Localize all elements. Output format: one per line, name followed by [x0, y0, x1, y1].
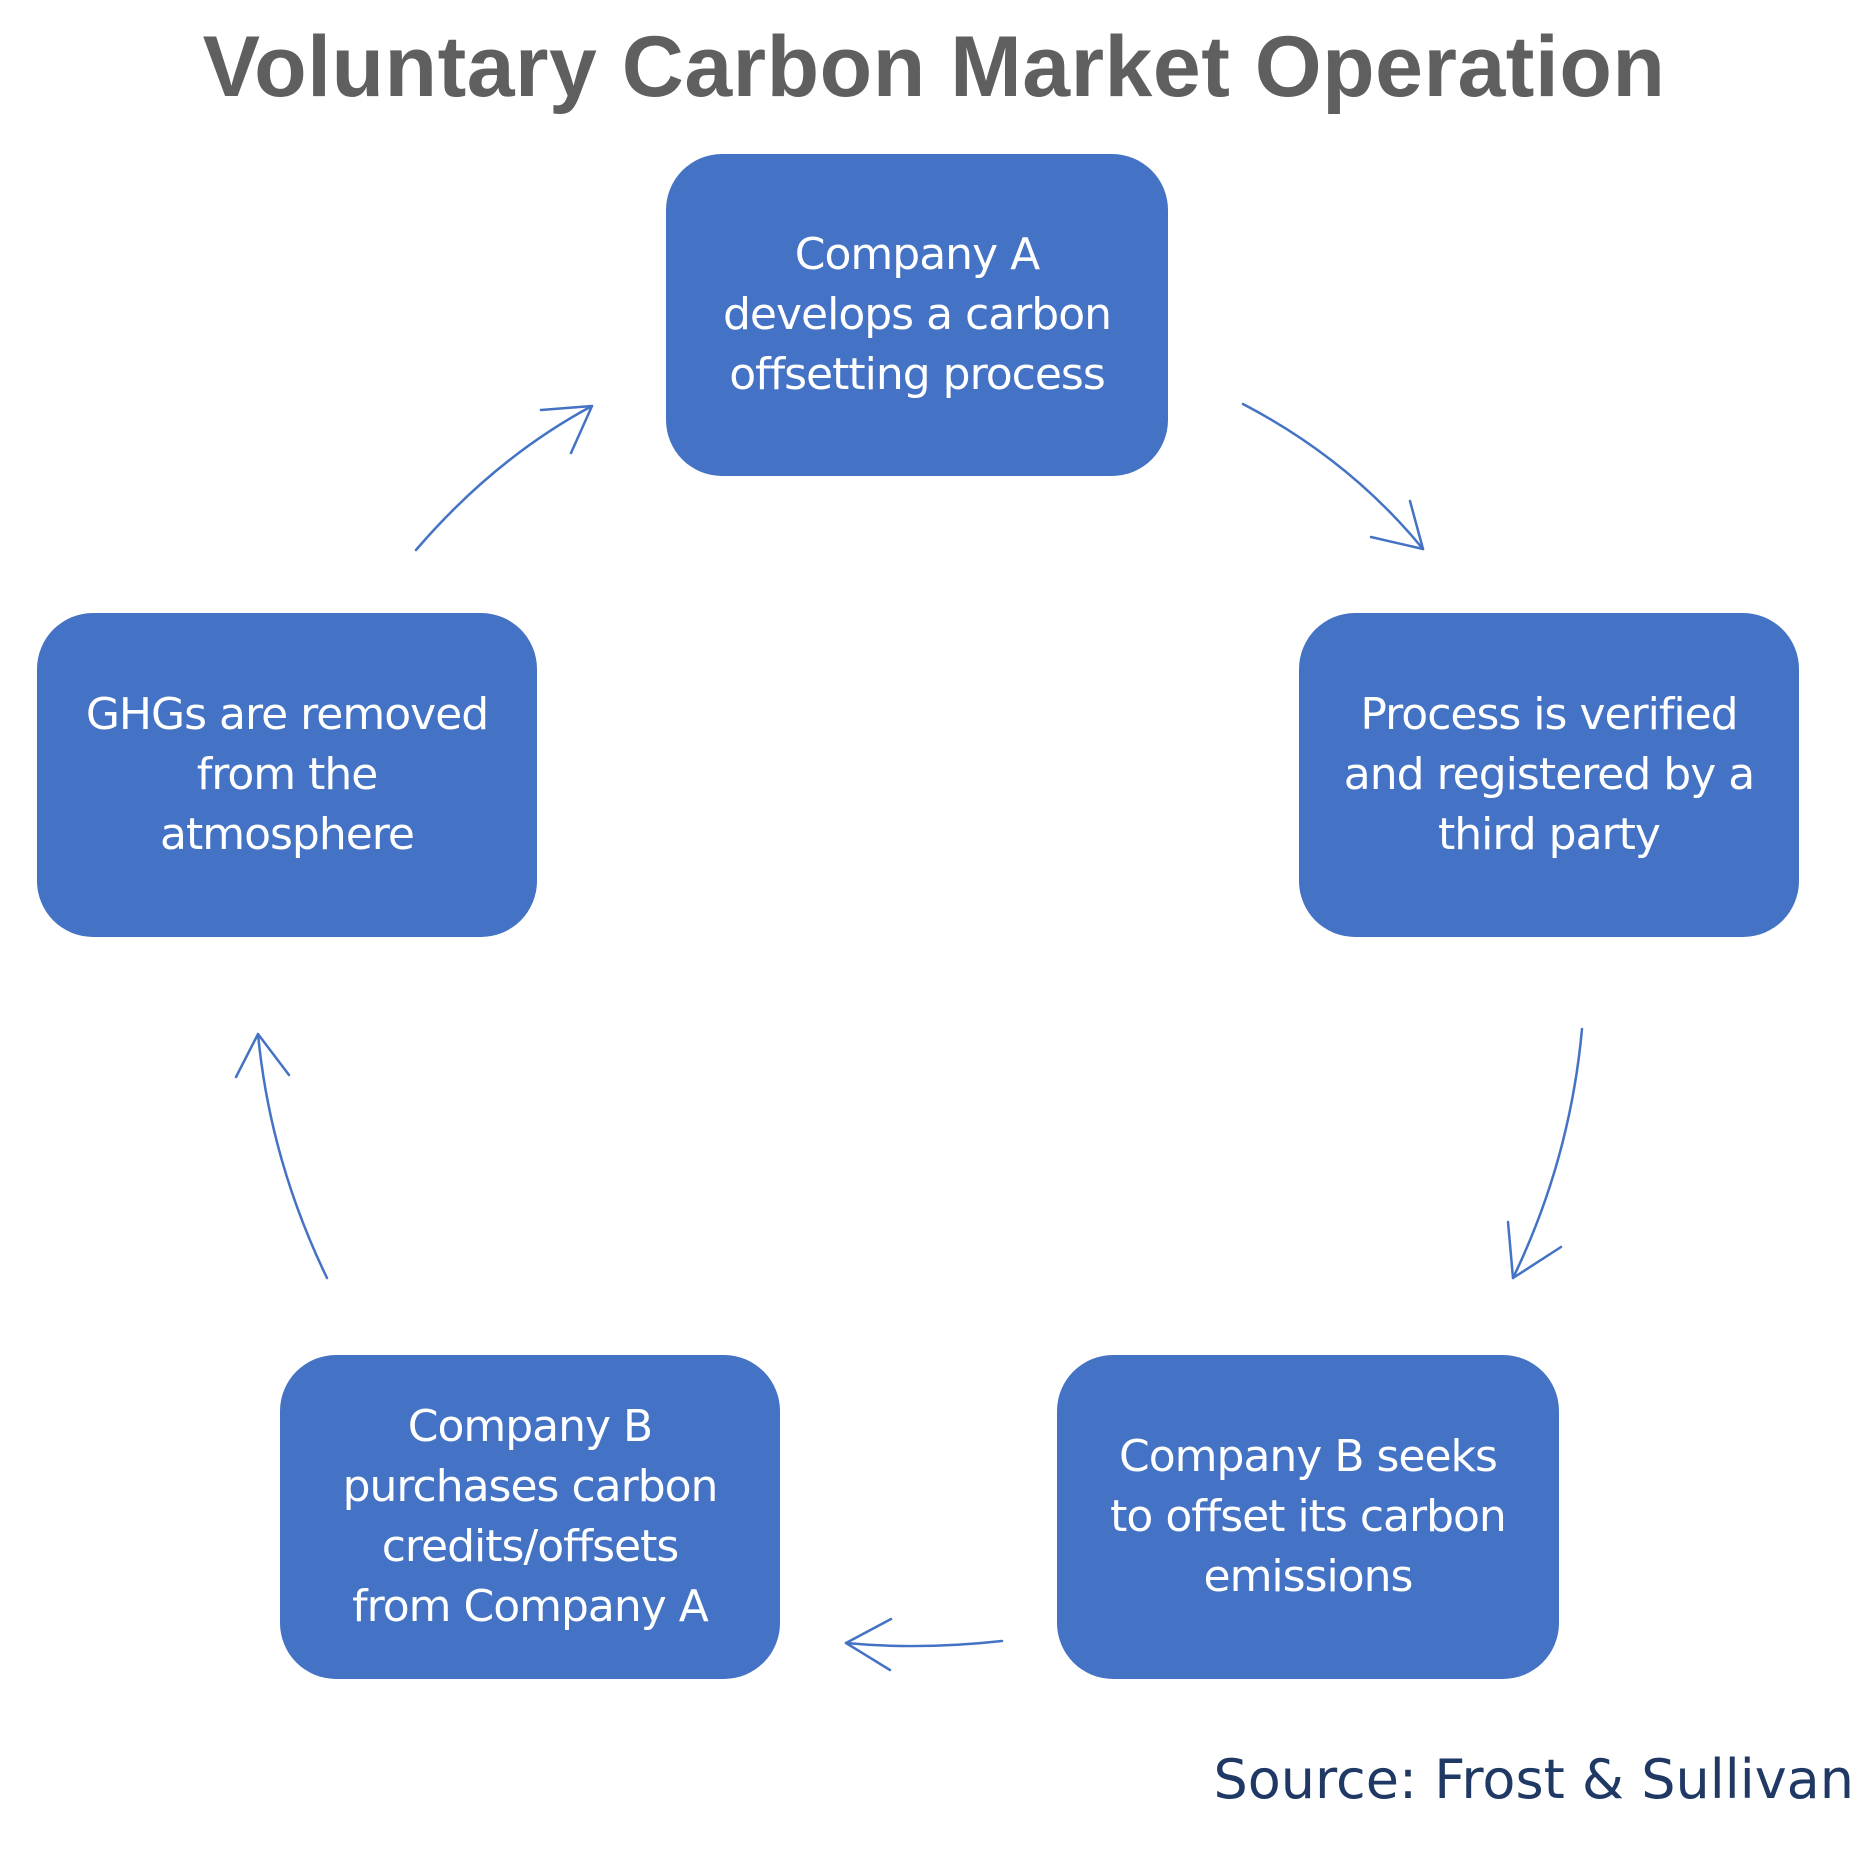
step-purchases-credits: Company B purchases carbon credits/offse… — [280, 1355, 780, 1679]
step-verified-registered: Process is verified and registered by a … — [1299, 613, 1799, 937]
step-label: Company B purchases carbon credits/offse… — [342, 1401, 719, 1632]
source-attribution: Source: Frost & Sullivan — [1213, 1748, 1854, 1811]
step-develop-offsetting-process: Company A develops a carbon offsetting p… — [666, 154, 1168, 476]
arrow-verify-to-seek — [1506, 1027, 1584, 1280]
arrow-purchase-to-remove — [234, 1032, 329, 1280]
step-label: Company A develops a carbon offsetting p… — [722, 229, 1112, 400]
step-ghgs-removed: GHGs are removed from the atmosphere — [37, 613, 537, 937]
arrow-remove-to-develop — [414, 404, 594, 552]
step-label: Company B seeks to offset its carbon emi… — [1110, 1431, 1507, 1602]
step-seeks-offset: Company B seeks to offset its carbon emi… — [1057, 1355, 1559, 1679]
diagram-title: Voluntary Carbon Market Operation — [202, 19, 1666, 115]
step-label: GHGs are removed from the atmosphere — [85, 689, 489, 860]
arrow-develop-to-verify — [1241, 402, 1425, 551]
step-label: Process is verified and registered by a … — [1343, 689, 1755, 860]
arrow-seek-to-purchase — [844, 1617, 1004, 1672]
